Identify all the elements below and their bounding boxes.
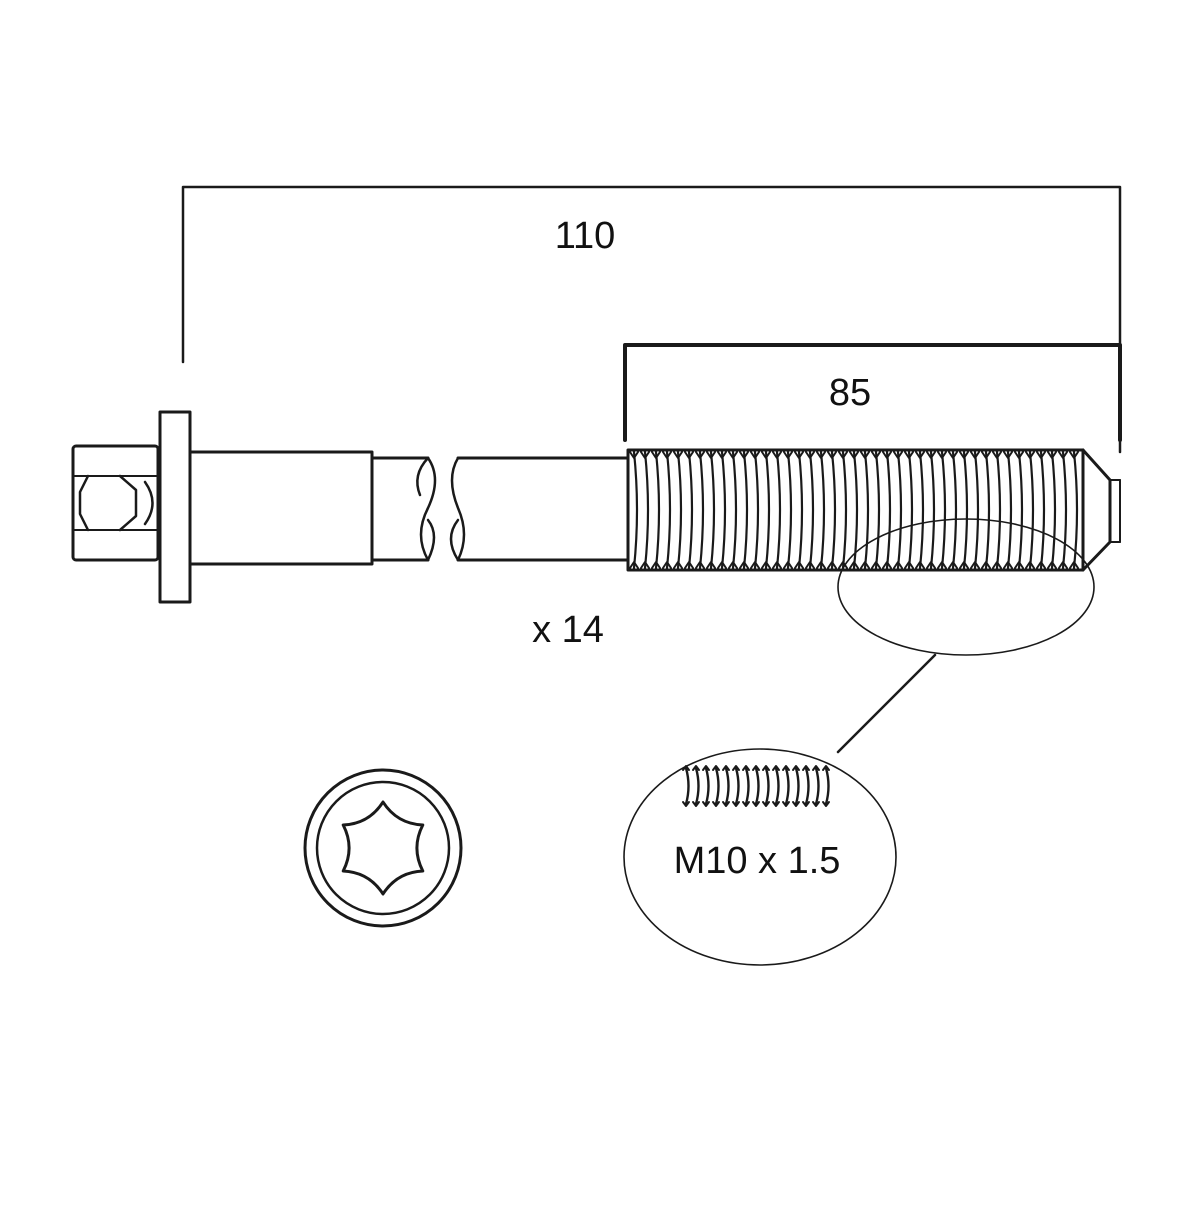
thread-detail-icon [682,765,830,807]
callout-leader [836,653,937,754]
thread-callout-ellipse [837,518,1095,656]
overall-length-label: 110 [555,215,616,257]
quantity-label: x 14 [532,609,604,651]
thread-detail-bubble: M10 x 1.5 [623,748,897,966]
thread-length-dimension: 85 [623,343,1122,442]
thread-spec-label: M10 x 1.5 [674,840,841,882]
bolt-shank [370,456,630,562]
bolt-head [71,444,160,562]
bolt-flange [158,410,192,604]
torx-socket-icon [303,768,463,928]
bolt-side-view [71,410,1121,604]
thread-length-label: 85 [829,372,871,414]
overall-length-dimension: 110 [181,185,1122,454]
bolt-thread [626,448,1121,572]
bolt-shoulder [188,450,374,566]
